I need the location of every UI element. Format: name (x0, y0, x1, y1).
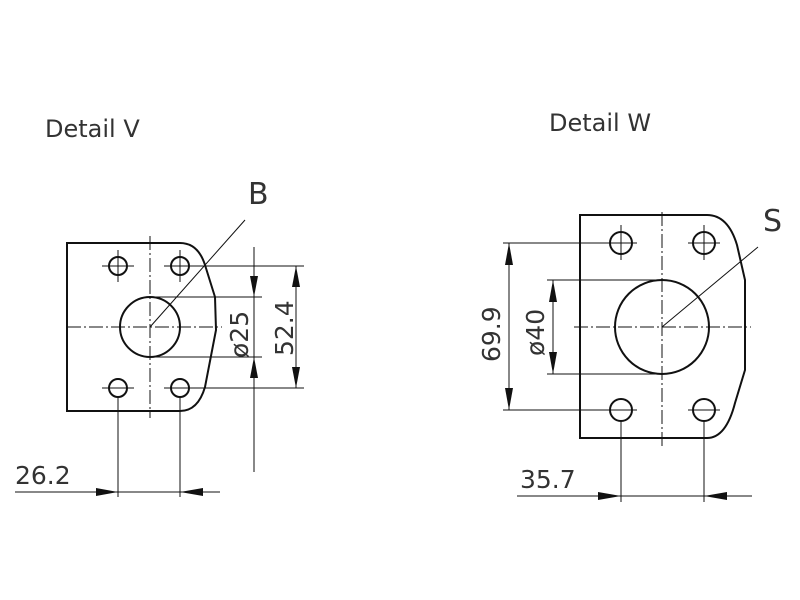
vertical-spacing-dimension-w: 69.9 (477, 242, 632, 411)
horizontal-spacing-dimension-w: 35.7 (517, 421, 752, 502)
bore-dim-text: ø40 (521, 309, 550, 356)
vertical-spacing-dimension-v: 52.4 (190, 265, 304, 389)
port-label-b: B (248, 177, 269, 212)
detail-v: Detail V B ø25 (15, 115, 304, 497)
detail-w-title: Detail W (549, 109, 651, 137)
vertical-spacing-text: 52.4 (270, 300, 299, 356)
horizontal-spacing-text: 35.7 (520, 465, 576, 494)
horizontal-spacing-dimension-v: 26.2 (15, 398, 220, 497)
flange-outline (66, 242, 218, 412)
bore-dimension-w: ø40 (521, 279, 662, 375)
port-label-s: S (763, 204, 782, 239)
leader-line-s (661, 246, 759, 328)
leader-line-b (149, 219, 246, 328)
vertical-spacing-text: 69.9 (477, 306, 506, 362)
center-lines (67, 236, 222, 418)
horizontal-spacing-text: 26.2 (15, 461, 71, 490)
bore-dim-text: ø25 (225, 311, 254, 358)
flange-outline (579, 214, 746, 439)
center-lines (574, 212, 751, 446)
detail-w: Detail W S 69.9 (477, 109, 782, 502)
detail-v-title: Detail V (45, 115, 140, 143)
bore-dimension-v: ø25 (150, 247, 262, 472)
